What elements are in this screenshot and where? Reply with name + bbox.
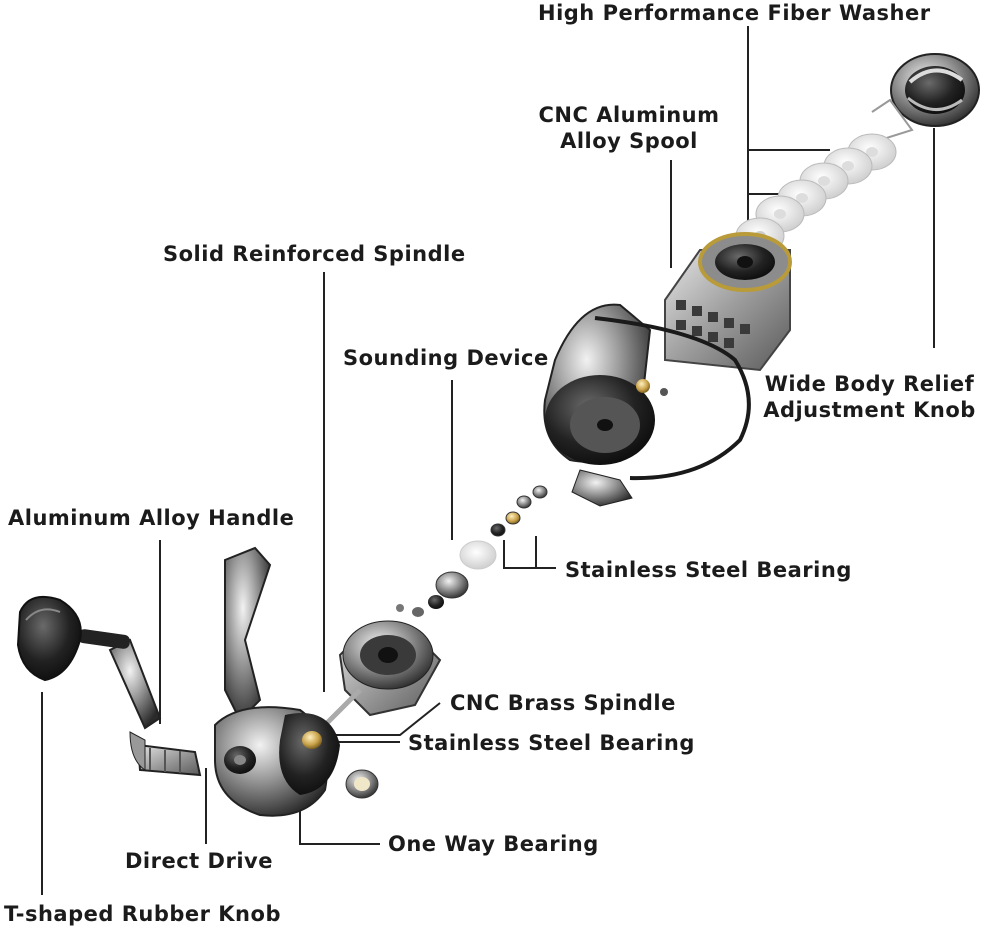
label-bearing-upper: Stainless Steel Bearing: [565, 558, 852, 582]
t-knob-shape: [16, 596, 82, 682]
sounding-parts-shape: [396, 540, 497, 617]
label-relief-knob-line1: Wide Body Relief: [764, 372, 975, 396]
gear-housing-shape: [338, 620, 442, 717]
label-brass-spindle: CNC Brass Spindle: [450, 691, 676, 715]
leader-lines: [41, 26, 935, 895]
label-spool-line1: CNC Aluminum: [538, 103, 720, 127]
label-bearing-lower: Stainless Steel Bearing: [408, 731, 695, 755]
label-rubber-knob: T-shaped Rubber Knob: [4, 902, 281, 926]
label-handle: Aluminum Alloy Handle: [8, 506, 295, 530]
spool-shape: [664, 232, 792, 372]
rotor-shape: [543, 303, 751, 507]
relief-knob-shape: [890, 53, 980, 127]
fiber-washers-shape: [735, 133, 897, 255]
handle-shape: [78, 629, 202, 777]
label-relief-knob-line2: Adjustment Knob: [763, 398, 976, 422]
label-spindle: Solid Reinforced Spindle: [163, 242, 466, 266]
label-direct-drive: Direct Drive: [125, 849, 273, 873]
label-sounding-device: Sounding Device: [343, 346, 549, 370]
upper-bearings-shape: [490, 485, 548, 537]
label-relief-knob: Wide Body Relief Adjustment Knob: [752, 371, 987, 423]
label-spool: CNC Aluminum Alloy Spool: [526, 102, 732, 154]
spring-clip-shape: [871, 98, 914, 141]
label-fiber-washer: High Performance Fiber Washer: [538, 1, 931, 25]
label-spool-line2: Alloy Spool: [560, 129, 698, 153]
main-body-shape: [214, 546, 340, 817]
one-way-bearing-shape: [345, 769, 379, 799]
label-one-way-bearing: One Way Bearing: [388, 832, 599, 856]
